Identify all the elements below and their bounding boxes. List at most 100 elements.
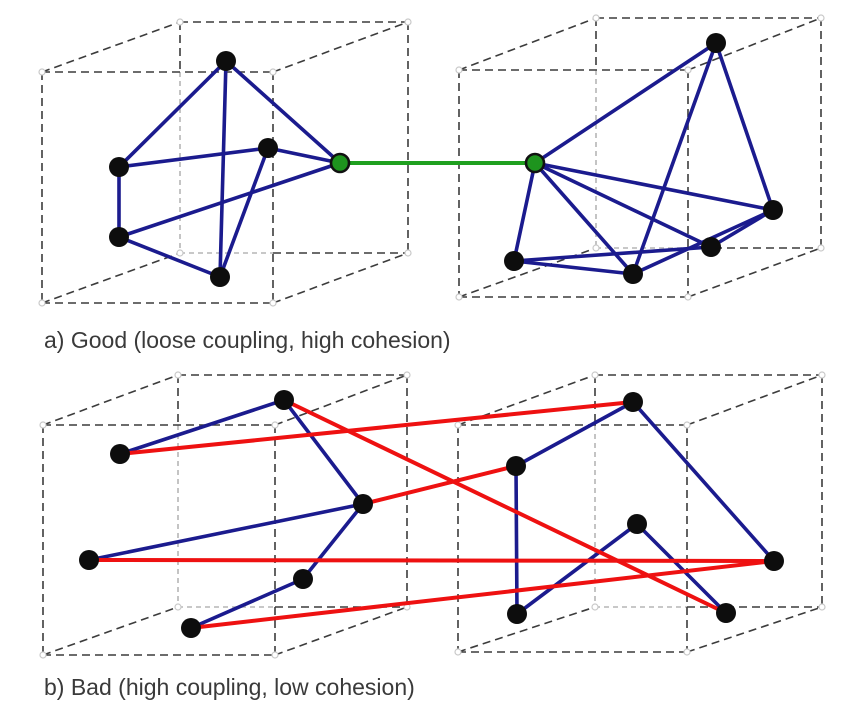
box-edge: [272, 252, 409, 304]
interface-node: [329, 152, 351, 174]
corner-mark: [818, 603, 826, 611]
corner-mark: [269, 68, 277, 76]
module-node: [274, 390, 294, 410]
corner-mark: [174, 371, 182, 379]
module-node: [109, 227, 129, 247]
module-edge: [266, 146, 342, 165]
module-node: [109, 157, 129, 177]
corner-mark: [39, 421, 47, 429]
module-node: [623, 264, 643, 284]
coupling-edge: [118, 400, 635, 456]
module-edge: [117, 59, 228, 169]
module-edge: [533, 41, 718, 165]
coupling-edge: [282, 398, 728, 615]
box-edge: [457, 374, 596, 426]
module-node: [110, 444, 130, 464]
module-node: [763, 200, 783, 220]
module-node: [706, 33, 726, 53]
module-node: [506, 456, 526, 476]
module-edge: [301, 502, 365, 581]
module-node: [507, 604, 527, 624]
module-edge: [224, 59, 342, 165]
module-edge: [533, 161, 713, 249]
module-edge: [218, 59, 228, 279]
corner-mark: [591, 603, 599, 611]
module-node: [258, 138, 278, 158]
box-edge: [42, 374, 179, 426]
module-box: [39, 371, 411, 659]
corner-mark: [591, 371, 599, 379]
diagram-bad: [39, 371, 826, 659]
module-node: [764, 551, 784, 571]
module-node: [701, 237, 721, 257]
box-edge: [687, 247, 822, 298]
module-edge: [282, 398, 365, 506]
module-edge: [631, 41, 718, 276]
box-edge: [458, 17, 597, 71]
module-node: [627, 514, 647, 534]
corner-mark: [817, 14, 825, 22]
box-edge: [42, 606, 179, 656]
module-node: [504, 251, 524, 271]
corner-mark: [271, 421, 279, 429]
corner-mark: [817, 244, 825, 252]
corner-mark: [176, 18, 184, 26]
corner-mark: [684, 293, 692, 301]
box-edge: [687, 17, 822, 71]
module-edge: [189, 577, 305, 630]
module-node: [210, 267, 230, 287]
corner-mark: [818, 371, 826, 379]
module-box: [454, 371, 826, 656]
coupling-edge: [189, 559, 776, 630]
corner-mark: [271, 651, 279, 659]
module-node: [79, 550, 99, 570]
module-edge: [117, 146, 270, 169]
corner-mark: [269, 299, 277, 307]
corner-mark: [683, 421, 691, 429]
corner-mark: [592, 14, 600, 22]
module-edge: [218, 146, 270, 279]
module-box: [38, 18, 412, 307]
module-edge: [117, 161, 342, 239]
corner-mark: [454, 421, 462, 429]
corner-mark: [455, 293, 463, 301]
module-edge: [118, 398, 286, 456]
module-edge: [512, 161, 537, 263]
module-edge: [533, 161, 775, 212]
coupling-edge: [361, 464, 518, 506]
corner-mark: [176, 249, 184, 257]
corner-mark: [39, 651, 47, 659]
module-node: [293, 569, 313, 589]
box-edge: [41, 252, 181, 304]
box-edge: [457, 606, 596, 653]
module-edge: [714, 41, 775, 212]
module-edge: [117, 235, 222, 279]
module-edge: [515, 522, 639, 616]
corner-mark: [592, 244, 600, 252]
corner-mark: [684, 66, 692, 74]
module-edge: [631, 400, 776, 563]
corner-mark: [38, 68, 46, 76]
module-edge: [87, 502, 365, 562]
module-edge: [635, 522, 728, 615]
module-edge: [512, 259, 635, 276]
corner-mark: [454, 648, 462, 656]
corner-mark: [683, 648, 691, 656]
module-node: [716, 603, 736, 623]
corner-mark: [455, 66, 463, 74]
module-edge: [512, 245, 713, 263]
box-edge: [274, 606, 408, 656]
module-node: [181, 618, 201, 638]
box-edge: [274, 374, 408, 426]
box-edge: [272, 21, 409, 73]
box-edge: [686, 374, 823, 426]
corner-mark: [403, 371, 411, 379]
module-edge: [514, 400, 635, 468]
corner-mark: [404, 18, 412, 26]
module-node: [216, 51, 236, 71]
coupling-edge: [87, 558, 776, 563]
module-node: [623, 392, 643, 412]
module-node: [353, 494, 373, 514]
